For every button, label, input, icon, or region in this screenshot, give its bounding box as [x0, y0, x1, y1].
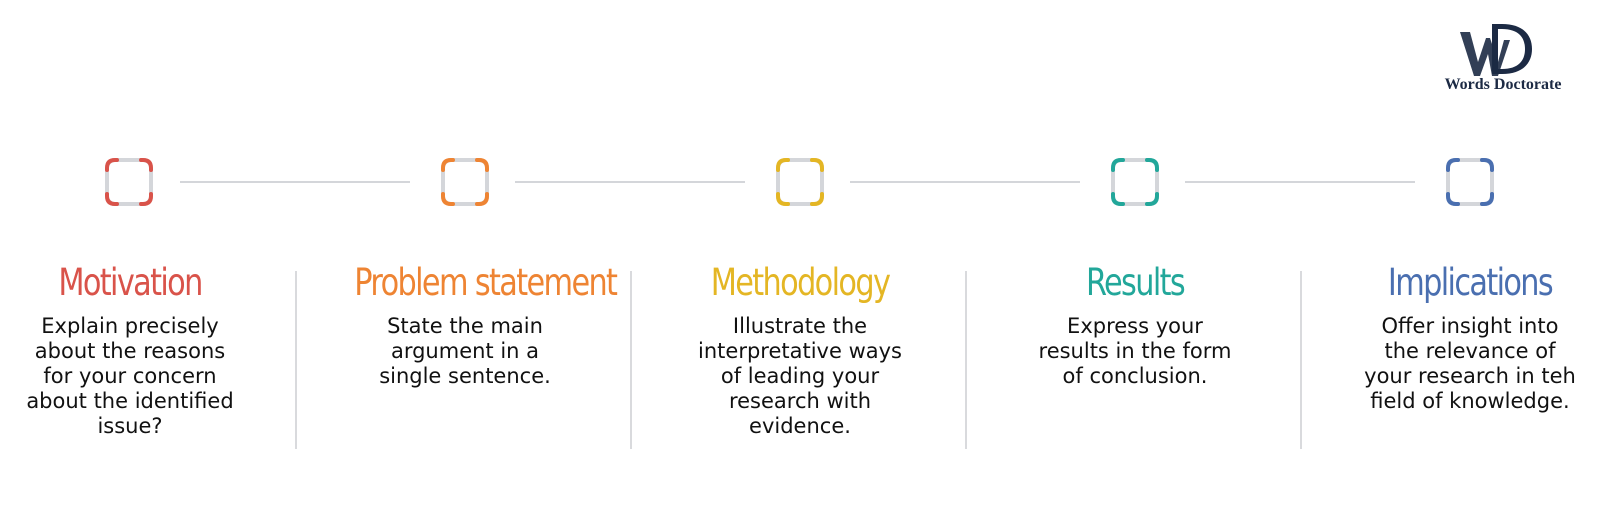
node-frame [105, 158, 153, 206]
rounded-square-node-icon [1446, 158, 1494, 206]
step-motivation: Motivation Explain precisely about the r… [0, 258, 265, 439]
step-node-results [1110, 157, 1160, 207]
node-corner-accent [1446, 192, 1460, 206]
node-corner-accent [1145, 158, 1159, 172]
logo-wordmark: Words Doctorate [1444, 76, 1562, 93]
column-divider [1300, 271, 1302, 449]
node-corner-accent [776, 192, 790, 206]
column-divider [965, 271, 967, 449]
step-description: Explain precisely about the reasons for … [26, 314, 234, 438]
node-frame [1111, 158, 1159, 206]
rounded-square-node-icon [105, 158, 153, 206]
column-divider [295, 271, 297, 449]
step-problem-statement: Problem statement State the main argumen… [330, 258, 618, 389]
step-title: Methodology [710, 261, 891, 304]
node-frame [776, 158, 824, 206]
node-corner-accent [441, 192, 455, 206]
node-corner-accent [475, 158, 489, 172]
node-corner-accent [1145, 192, 1159, 206]
step-node-motivation [104, 157, 154, 207]
step-implications: Implications Offer insight into the rele… [1335, 258, 1600, 414]
timeline-connector [180, 181, 410, 183]
node-corner-accent [139, 192, 153, 206]
node-corner-accent [810, 192, 824, 206]
node-corner-accent [1111, 192, 1125, 206]
step-description: Express your results in the form of conc… [1038, 314, 1232, 388]
node-frame [441, 158, 489, 206]
words-doctorate-logo: Words Doctorate [1418, 18, 1588, 98]
node-corner-accent [1480, 158, 1494, 172]
node-corner-accent [810, 158, 824, 172]
node-corner-accent [441, 158, 455, 172]
step-description: Illustrate the interpretative ways of le… [698, 314, 902, 438]
node-corner-accent [475, 192, 489, 206]
node-corner-accent [1111, 158, 1125, 172]
timeline-connector [515, 181, 745, 183]
rounded-square-node-icon [776, 158, 824, 206]
node-corner-accent [1480, 192, 1494, 206]
timeline-connector [850, 181, 1080, 183]
node-corner-accent [105, 158, 119, 172]
column-divider [630, 271, 632, 449]
step-title: Implications [1387, 261, 1554, 304]
step-title: Motivation [58, 261, 203, 304]
step-description: Offer insight into the relevance of your… [1364, 314, 1576, 413]
step-results: Results Express your results in the form… [1000, 258, 1270, 389]
node-corner-accent [139, 158, 153, 172]
rounded-square-node-icon [441, 158, 489, 206]
node-corner-accent [776, 158, 790, 172]
step-node-implications [1445, 157, 1495, 207]
wd-monogram-icon [1460, 24, 1532, 76]
node-corner-accent [105, 192, 119, 206]
rounded-square-node-icon [1111, 158, 1159, 206]
step-description: State the main argument in a single sent… [379, 314, 551, 388]
step-node-problem-statement [440, 157, 490, 207]
step-methodology: Methodology Illustrate the interpretativ… [665, 258, 935, 439]
step-title: Results [1085, 261, 1186, 304]
node-corner-accent [1446, 158, 1460, 172]
node-frame [1446, 158, 1494, 206]
step-node-methodology [775, 157, 825, 207]
timeline-connector [1185, 181, 1415, 183]
step-title: Problem statement [354, 261, 618, 304]
